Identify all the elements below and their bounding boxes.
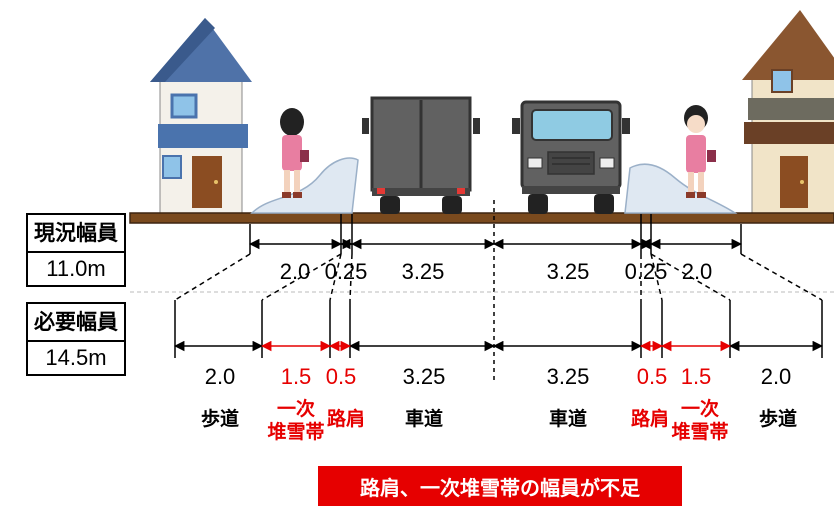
snow-pile-icon-left [250, 157, 359, 214]
current-sidewalk-width-right: 2.0 [681, 259, 713, 284]
zone-lane-right: 車道 [548, 409, 588, 430]
snow-pile-icon-right [624, 163, 738, 214]
truck-front-icon [512, 100, 630, 214]
current-width-title: 現況幅員 [26, 213, 126, 253]
zone-shoulder-left: 路肩 [326, 409, 366, 430]
required-width-value: 14.5m [26, 340, 126, 376]
zone-shoulder-right: 路肩 [630, 409, 670, 430]
house-icon-left [150, 18, 252, 215]
current-lane-width-left: 3.25 [401, 259, 445, 284]
road-surface [129, 212, 834, 224]
required-shoulder-width-left: 0.5 [325, 364, 357, 389]
zone-sidewalk-right: 歩道 [758, 409, 798, 430]
zone-snow-left-line1: 一次 [276, 399, 316, 420]
required-sidewalk-width-left: 2.0 [204, 364, 236, 389]
current-lane-width-right: 3.25 [546, 259, 590, 284]
zone-lane-left: 車道 [404, 409, 444, 430]
required-lane-width-right: 3.25 [546, 364, 590, 389]
zone-snow-right-line1: 一次 [680, 399, 720, 420]
required-snow-width-left: 1.5 [280, 364, 312, 389]
required-lane-width-left: 3.25 [402, 364, 446, 389]
current-width-dimensions [248, 214, 743, 254]
zone-snow-right-line2: 堆雪帯 [671, 422, 729, 443]
current-shoulder-width-left: 0.25 [324, 259, 368, 284]
shortage-banner: 路肩、一次堆雪帯の幅員が不足 [318, 466, 682, 506]
current-sidewalk-width-left: 2.0 [279, 259, 311, 284]
truck-rear-icon [362, 96, 480, 214]
required-width-dimensions [173, 300, 824, 358]
zone-sidewalk-left: 歩道 [200, 409, 240, 430]
required-width-title: 必要幅員 [26, 302, 126, 342]
mapping-lines [174, 253, 823, 301]
required-sidewalk-width-right: 2.0 [760, 364, 792, 389]
current-shoulder-width-right: 0.25 [624, 259, 668, 284]
pedestrian-icon-right [684, 105, 716, 198]
pedestrian-icon-left [280, 108, 309, 198]
required-snow-width-right: 1.5 [680, 364, 712, 389]
zone-snow-left-line2: 堆雪帯 [267, 422, 325, 443]
required-shoulder-width-right: 0.5 [636, 364, 668, 389]
current-width-value: 11.0m [26, 251, 126, 287]
house-icon-right [742, 10, 834, 215]
